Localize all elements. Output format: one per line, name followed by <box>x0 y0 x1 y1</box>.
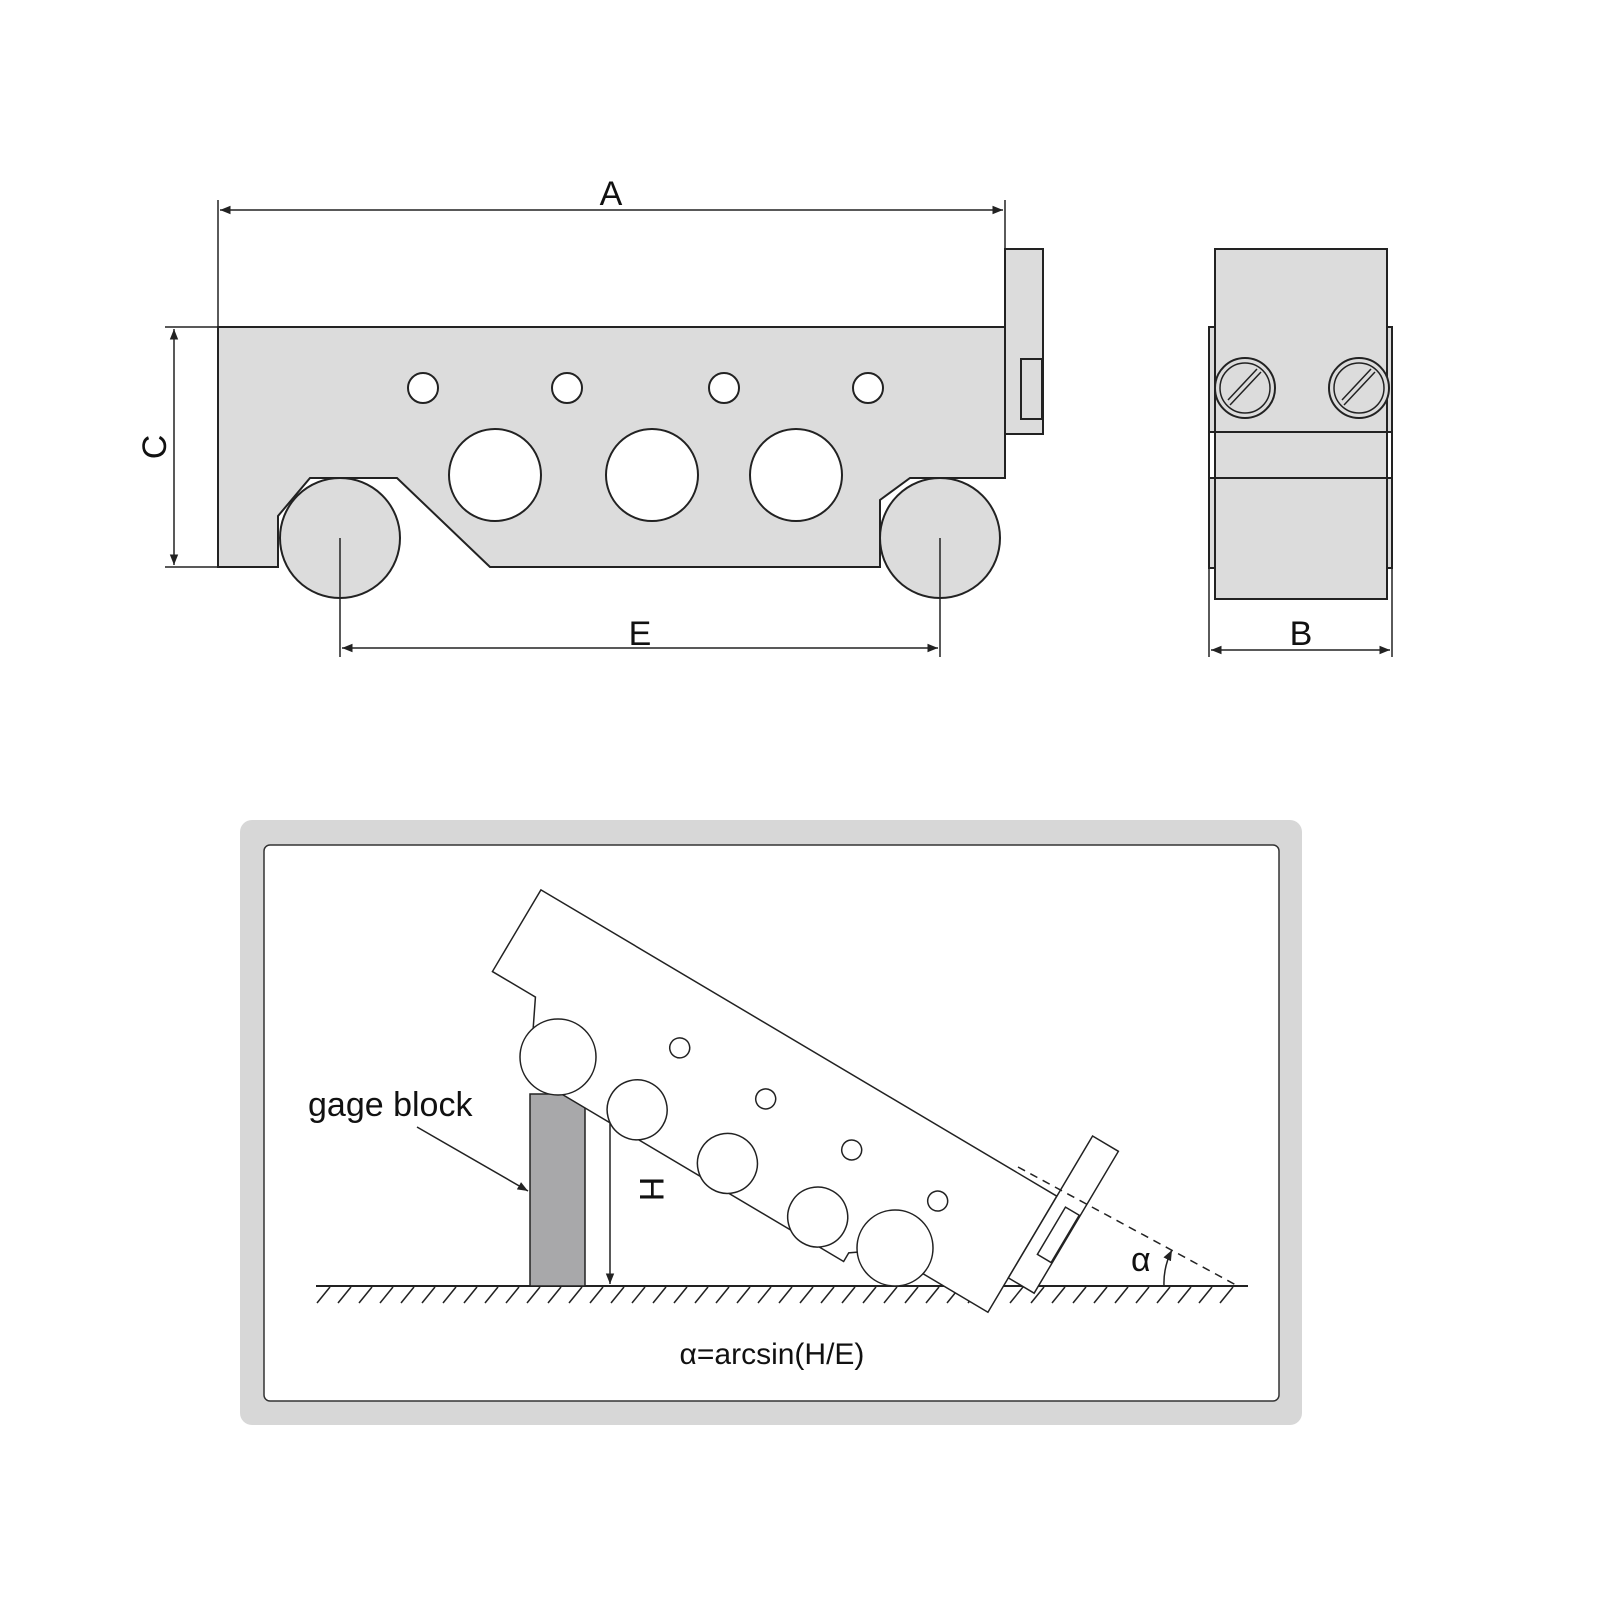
hatch-mark <box>631 1286 646 1304</box>
hatch-mark <box>694 1286 709 1304</box>
small-hole <box>708 372 740 404</box>
hatch-mark <box>505 1286 520 1304</box>
end-stop-slot <box>1020 358 1043 420</box>
hatch-mark <box>1030 1286 1045 1304</box>
hatch-mark <box>757 1286 772 1304</box>
tilted-small-hole <box>840 1139 863 1161</box>
hatch-mark <box>421 1286 436 1304</box>
gage-block <box>529 1093 586 1287</box>
usage-panel: H gage block α α=arcsin(H/E) <box>240 820 1302 1425</box>
tilted-small-hole <box>668 1037 691 1059</box>
dim-c-label: C <box>136 435 174 460</box>
hatch-mark <box>1219 1286 1234 1304</box>
hatch-mark <box>400 1286 415 1304</box>
gage-block-leader <box>416 1126 529 1192</box>
tilted-large-hole <box>786 1186 849 1248</box>
hatch-mark <box>1051 1286 1066 1304</box>
screw-icon <box>1214 357 1276 419</box>
hatch-mark <box>463 1286 478 1304</box>
hatch-mark <box>484 1286 499 1304</box>
hatch-mark <box>1072 1286 1087 1304</box>
small-hole <box>852 372 884 404</box>
hatch-mark <box>904 1286 919 1304</box>
large-hole <box>448 428 542 522</box>
large-hole <box>605 428 699 522</box>
hatch-mark <box>736 1286 751 1304</box>
ground-hatching <box>316 1286 1234 1304</box>
tilted-large-hole <box>606 1079 668 1141</box>
hatch-mark <box>799 1286 814 1304</box>
hatch-mark <box>316 1286 331 1304</box>
small-hole <box>551 372 583 404</box>
hatch-mark <box>526 1286 541 1304</box>
hatch-mark <box>778 1286 793 1304</box>
tilted-roller-top <box>519 1018 597 1096</box>
hatch-mark <box>547 1286 562 1304</box>
tilted-sine-bar <box>491 888 1120 1314</box>
hatch-mark <box>1156 1286 1171 1304</box>
hatch-mark <box>1177 1286 1192 1304</box>
hatch-mark <box>1135 1286 1150 1304</box>
dim-h-label: H <box>632 1177 670 1202</box>
hatch-mark <box>379 1286 394 1304</box>
hatch-mark <box>568 1286 583 1304</box>
hatch-mark <box>1093 1286 1108 1304</box>
formula-text: α=arcsin(H/E) <box>680 1338 865 1371</box>
side-view: B <box>1208 248 1393 657</box>
tilted-roller-bottom <box>856 1209 934 1287</box>
hatch-mark <box>1114 1286 1129 1304</box>
tilted-end-stop-slot <box>1036 1206 1081 1264</box>
hatch-mark <box>358 1286 373 1304</box>
hatch-mark <box>715 1286 730 1304</box>
screw-icon <box>1328 357 1390 419</box>
dim-e-label: E <box>629 615 652 653</box>
dim-b-label: B <box>1290 615 1313 653</box>
tilted-small-hole <box>754 1088 777 1110</box>
hatch-mark <box>883 1286 898 1304</box>
hatch-mark <box>925 1286 940 1304</box>
hatch-mark <box>589 1286 604 1304</box>
side-body <box>1214 248 1388 600</box>
small-hole <box>407 372 439 404</box>
hatch-mark <box>442 1286 457 1304</box>
hatch-mark <box>841 1286 856 1304</box>
hatch-mark <box>652 1286 667 1304</box>
hatch-mark <box>862 1286 877 1304</box>
dim-a-label: A <box>600 175 623 213</box>
hatch-mark <box>610 1286 625 1304</box>
alpha-label: α <box>1131 1241 1151 1279</box>
angle-arc <box>1163 1249 1173 1287</box>
hatch-mark <box>673 1286 688 1304</box>
hatch-mark <box>1198 1286 1213 1304</box>
hatch-mark <box>337 1286 352 1304</box>
large-hole <box>749 428 843 522</box>
tilted-small-hole <box>926 1190 949 1212</box>
tilted-large-hole <box>696 1132 759 1195</box>
hatch-mark <box>1009 1286 1024 1304</box>
front-view: A C E <box>136 175 1044 657</box>
gage-block-label: gage block <box>308 1086 473 1124</box>
hatch-mark <box>820 1286 835 1304</box>
